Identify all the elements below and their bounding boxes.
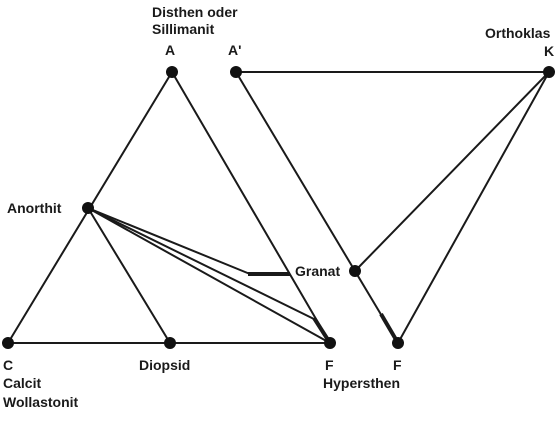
label-c: C	[3, 357, 13, 373]
label-a-prime: A'	[228, 42, 241, 58]
node-anorthit	[82, 202, 94, 214]
label-hypersthen: Hypersthen	[323, 375, 400, 391]
label-wollastonit: Wollastonit	[3, 394, 79, 410]
label-sillimanit: Sillimanit	[152, 21, 215, 37]
node-granat	[349, 265, 361, 277]
tie-anorthit-af	[87, 207, 317, 321]
label-orthoklas: Orthoklas	[485, 25, 551, 41]
label-f-right: F	[393, 357, 402, 373]
label-a: A	[165, 42, 175, 58]
node-aprime	[230, 66, 242, 78]
tie-anorthit-granat	[87, 207, 251, 275]
node-f-left	[324, 337, 336, 349]
label-disthen-oder: Disthen oder	[152, 4, 238, 20]
label-diopsid: Diopsid	[139, 357, 190, 373]
node-k	[543, 66, 555, 78]
node-diopsid	[164, 337, 176, 349]
label-granat: Granat	[295, 263, 340, 279]
edge-k-f	[397, 71, 550, 344]
label-calcit: Calcit	[3, 375, 41, 391]
edge-a-f	[171, 71, 331, 344]
edge-k-granat	[354, 71, 550, 272]
edge-aprime-f	[235, 71, 399, 344]
label-k: K	[544, 43, 554, 59]
node-a	[166, 66, 178, 78]
node-f-right	[392, 337, 404, 349]
tie-anorthit-f	[87, 207, 331, 344]
node-c	[2, 337, 14, 349]
tie-anorthit-diopsid	[87, 207, 171, 344]
label-anorthit: Anorthit	[7, 200, 62, 216]
label-f-left: F	[325, 357, 334, 373]
